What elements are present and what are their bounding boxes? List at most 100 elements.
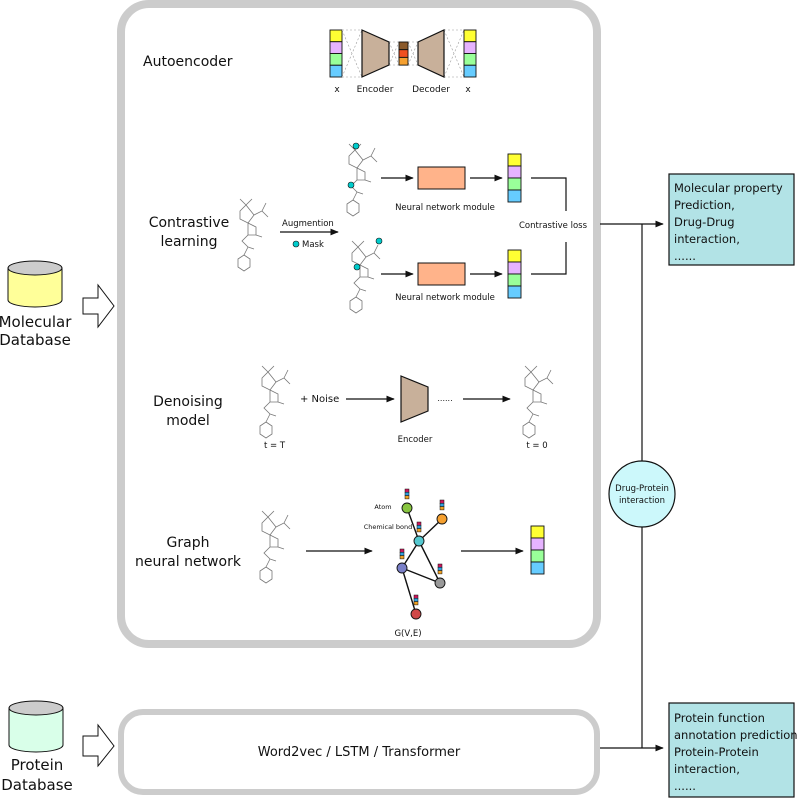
embedding-vector-bottom xyxy=(507,249,522,299)
vector-cell xyxy=(463,53,477,66)
vector-cell xyxy=(329,29,343,43)
vector-cell xyxy=(463,29,477,43)
augmented-molecule-bottom xyxy=(349,240,381,314)
vector-cell xyxy=(507,177,522,191)
neural-network-module-bottom xyxy=(417,262,466,286)
augmentation-label: Augmention xyxy=(282,219,334,229)
gnn-title-1: Graph xyxy=(167,535,210,551)
latent-vector xyxy=(398,41,409,66)
vector-cell xyxy=(507,261,522,275)
protein-task-line: ...... xyxy=(674,779,696,793)
vector-cell xyxy=(530,561,545,575)
contrastive-loss-bracket xyxy=(531,177,567,275)
denoised-molecule xyxy=(522,365,554,439)
molecular-task-line: Prediction, xyxy=(674,198,735,212)
molecule-structure xyxy=(237,198,269,272)
vector-cell xyxy=(329,41,343,54)
vector-cell xyxy=(507,165,522,179)
node-feature-cell xyxy=(399,552,405,556)
autoencoder-title: Autoencoder xyxy=(143,54,233,70)
denoising-title-1: Denoising xyxy=(153,394,223,410)
denoising-title-2: model xyxy=(166,413,210,429)
atom-node xyxy=(434,577,446,589)
protein-input-arrow-icon xyxy=(82,723,115,768)
module-bottom-label: Neural network module xyxy=(395,293,495,303)
molecular-database-label-1: Molecular xyxy=(0,313,72,331)
vector-cell xyxy=(463,64,477,78)
protein-tasks-box xyxy=(668,702,795,798)
node-feature-cell xyxy=(399,555,405,560)
noise-label: + Noise xyxy=(300,394,339,405)
output-embedding-vector xyxy=(463,29,477,78)
gnn-title-2: neural network xyxy=(135,554,242,570)
contrastive-title-2: learning xyxy=(160,234,217,250)
noisy-molecule xyxy=(259,365,291,439)
node-feature-cell xyxy=(437,563,443,568)
node-feature-cell xyxy=(416,521,422,526)
contrastive-title-1: Contrastive xyxy=(149,215,230,231)
protein-task-line: Protein-Protein xyxy=(674,745,759,759)
molecular-graph xyxy=(396,488,448,620)
protein-model-label: Word2vec / LSTM / Transformer xyxy=(258,745,461,760)
atom-node xyxy=(413,535,425,547)
denoising-dots: ...... xyxy=(437,394,452,403)
vector-cell xyxy=(398,56,409,66)
vector-cell xyxy=(507,153,522,167)
node-feature-cell xyxy=(404,492,410,496)
protein-database-icon xyxy=(8,700,64,753)
vector-cell xyxy=(530,549,545,563)
mask-label: Mask xyxy=(302,240,324,250)
atom-node xyxy=(410,608,422,620)
encoder-trapezoid xyxy=(361,29,390,78)
protein-task-line: annotation prediction, xyxy=(674,728,797,742)
t-start-label: t = T xyxy=(264,441,286,451)
molecular-task-line: Molecular property xyxy=(674,181,783,195)
autoencoder-x-input: x xyxy=(334,85,340,95)
t-end-label: t = 0 xyxy=(526,441,547,451)
protein-database-label-1: Protein xyxy=(11,756,64,774)
vector-cell xyxy=(530,537,545,551)
node-feature-cell xyxy=(404,495,410,500)
augmented-molecule-top xyxy=(346,143,378,217)
decoder-trapezoid xyxy=(417,29,445,78)
vector-cell xyxy=(507,273,522,287)
vector-cell xyxy=(507,285,522,299)
protein-task-line: Protein function xyxy=(674,711,765,725)
vector-cell xyxy=(507,189,522,203)
node-feature-cell xyxy=(437,567,443,571)
contrastive-loss-label: Contrastive loss xyxy=(519,221,588,231)
vector-cell xyxy=(329,53,343,66)
autoencoder-figure xyxy=(329,29,477,78)
vector-cell xyxy=(398,41,409,51)
autoencoder-encoder-label: Encoder xyxy=(357,85,394,95)
module-top-label: Neural network module xyxy=(395,203,495,213)
vector-cell xyxy=(507,249,522,263)
node-feature-cell xyxy=(413,601,419,606)
vector-cell xyxy=(329,64,343,78)
atom-node xyxy=(401,502,413,514)
atom-node xyxy=(436,513,448,525)
molecular-input-arrow-icon xyxy=(82,283,115,329)
node-feature-cell xyxy=(439,506,445,511)
atom-node xyxy=(396,562,408,574)
autoencoder-decoder-label: Decoder xyxy=(412,85,450,95)
molecular-tasks-box xyxy=(668,173,795,266)
node-feature-cell xyxy=(413,598,419,602)
molecular-task-line: Drug-Drug xyxy=(674,215,735,229)
node-feature-cell xyxy=(439,503,445,507)
node-feature-cell xyxy=(399,548,405,553)
molecular-methods-panel xyxy=(117,0,601,648)
node-feature-cell xyxy=(416,525,422,529)
drug-protein-label-1: Drug-Protein xyxy=(615,484,669,494)
input-molecule xyxy=(259,510,291,584)
graph-embedding-vector xyxy=(530,525,545,575)
autoencoder-x-output: x xyxy=(465,85,471,95)
chemical-bond-label: Chemical bond xyxy=(364,523,413,531)
node-feature-cell xyxy=(404,488,410,493)
node-feature-cell xyxy=(416,528,422,533)
embedding-vector-top xyxy=(507,153,522,203)
node-feature-cell xyxy=(439,499,445,504)
drug-protein-interaction-node xyxy=(608,460,676,528)
vector-cell xyxy=(398,49,409,58)
